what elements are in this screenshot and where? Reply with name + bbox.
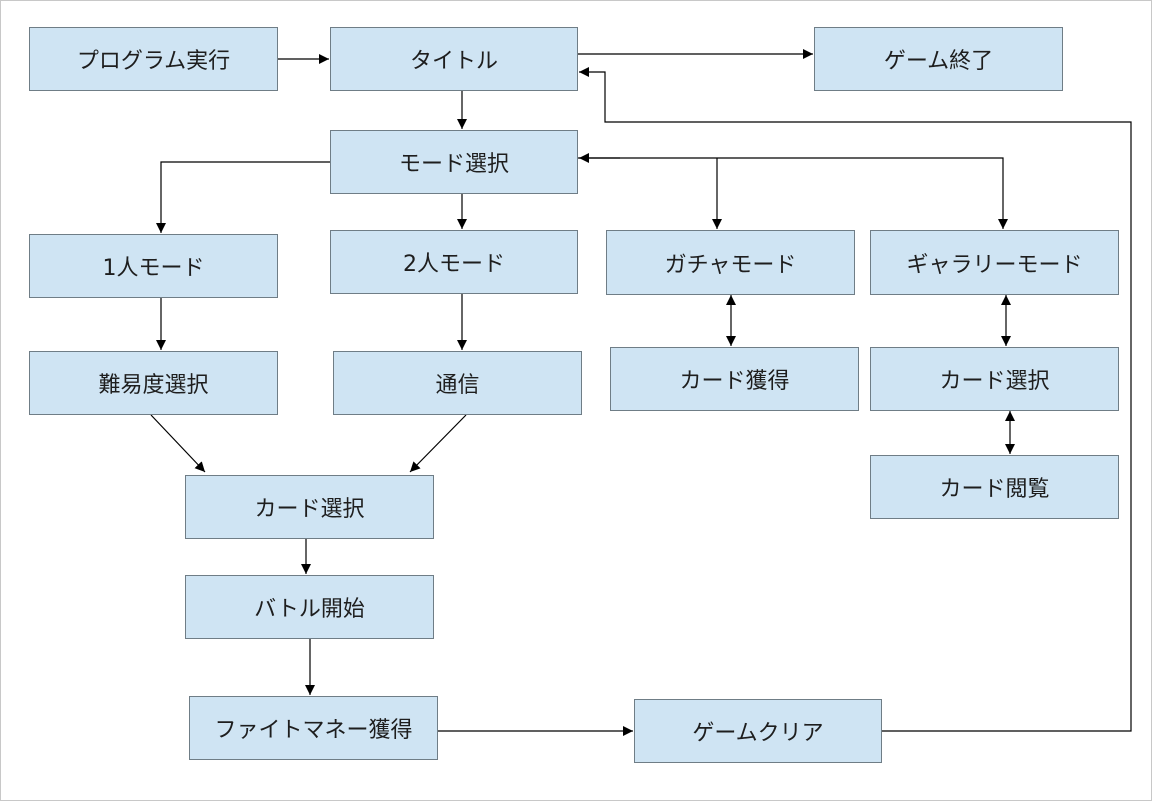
node-communication: 通信	[333, 351, 582, 415]
node-label: バトル開始	[254, 597, 365, 622]
node-label: 1人モード	[102, 256, 205, 281]
node-label: タイトル	[409, 49, 498, 74]
node-label: カード獲得	[679, 369, 790, 394]
node-card-select: カード選択	[185, 475, 434, 539]
node-gacha-mode: ガチャモード	[606, 230, 855, 295]
node-card-get: カード獲得	[610, 347, 859, 411]
node-gallery-mode: ギャラリーモード	[870, 230, 1119, 295]
edge-game-clear-to-title	[579, 67, 1132, 732]
node-label: 2人モード	[403, 252, 505, 277]
node-mode-select: モード選択	[330, 130, 578, 194]
node-label: モード選択	[398, 152, 509, 177]
node-two-player-mode: 2人モード	[330, 230, 578, 294]
node-label: ゲームクリア	[692, 721, 824, 746]
node-label: カード選択	[254, 497, 365, 522]
node-battle-start: バトル開始	[185, 575, 434, 639]
edge-communication-to-card-select	[409, 414, 467, 473]
node-one-player-mode: 1人モード	[29, 234, 278, 298]
node-label: 難易度選択	[98, 373, 209, 398]
node-game-end: ゲーム終了	[814, 27, 1063, 91]
node-program-run: プログラム実行	[29, 27, 278, 91]
node-label: 通信	[435, 373, 480, 398]
node-label: ゲーム終了	[883, 49, 994, 74]
node-gallery-card-select: カード選択	[870, 347, 1119, 411]
node-game-clear: ゲームクリア	[634, 699, 882, 763]
node-label: カード選択	[939, 369, 1050, 394]
node-fight-money: ファイトマネー獲得	[189, 696, 438, 760]
node-card-view: カード閲覧	[870, 455, 1119, 519]
node-label: ファイトマネー獲得	[214, 718, 413, 743]
edge-difficulty-to-card-select	[150, 414, 206, 473]
node-label: プログラム実行	[76, 49, 231, 74]
node-label: ギャラリーモード	[906, 252, 1083, 278]
edge-mode-select-to-one-player	[156, 161, 330, 233]
node-label: ガチャモード	[664, 252, 797, 278]
node-title: タイトル	[330, 27, 578, 91]
node-label: カード閲覧	[939, 477, 1050, 502]
edge-branch-to-gallery-mode	[578, 157, 1008, 229]
node-difficulty-select: 難易度選択	[29, 351, 278, 415]
